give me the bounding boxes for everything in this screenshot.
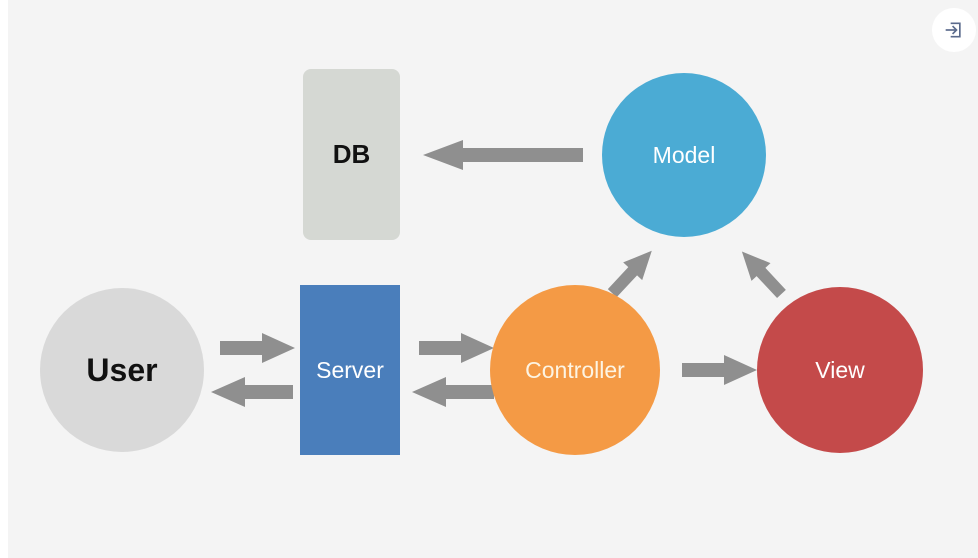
left-edge-strip xyxy=(0,0,8,558)
node-model[interactable] xyxy=(602,73,766,237)
arrow-layer xyxy=(211,140,786,407)
node-view[interactable] xyxy=(757,287,923,453)
node-layer xyxy=(40,69,923,455)
arrow-server-to-controller xyxy=(419,333,494,363)
node-user[interactable] xyxy=(40,288,204,452)
arrow-user-to-server xyxy=(220,333,295,363)
enter-icon-button[interactable] xyxy=(932,8,976,52)
arrow-controller-to-model xyxy=(607,250,652,298)
node-controller[interactable] xyxy=(490,285,660,455)
arrow-controller-to-server xyxy=(412,377,494,407)
arrow-controller-to-view xyxy=(682,355,757,385)
node-server[interactable] xyxy=(300,285,400,455)
arrow-model-to-db xyxy=(423,140,583,170)
enter-arrow-into-bracket-icon xyxy=(944,20,964,40)
arrow-view-to-model xyxy=(741,251,786,299)
arrow-server-to-user xyxy=(211,377,293,407)
node-db[interactable] xyxy=(303,69,400,240)
